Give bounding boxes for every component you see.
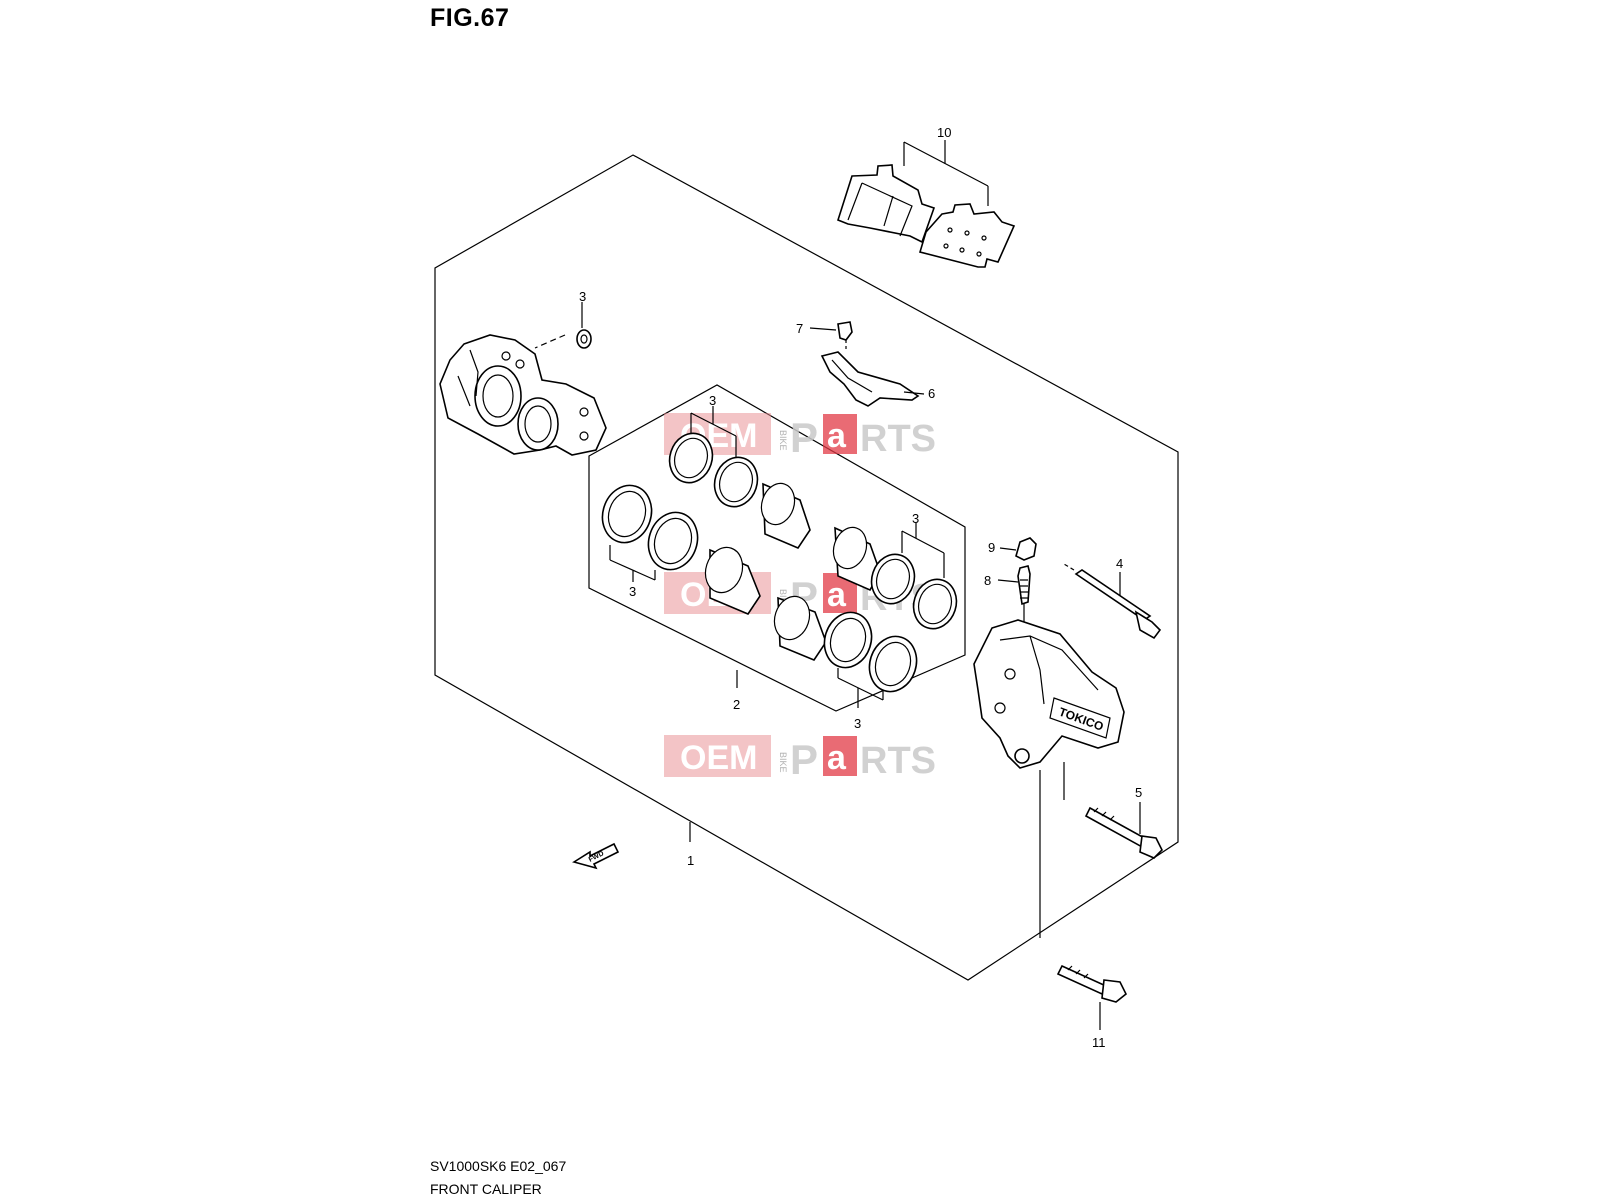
right-caliper-half: TOKICO [973, 619, 1125, 938]
svg-text:P: P [790, 736, 818, 783]
bleeder-cap [534, 302, 592, 349]
callout-1: 1 [687, 853, 694, 868]
forward-direction-arrow: FWD [572, 842, 620, 870]
svg-text:RTS: RTS [860, 740, 936, 782]
seal-kit-outline [588, 384, 966, 712]
diagram-code: SV1000SK6 E02_067 [430, 1158, 567, 1174]
callout-3-bottom-seals: 3 [854, 716, 861, 731]
brake-pads [837, 140, 1016, 268]
callout-2: 2 [733, 697, 740, 712]
left-caliper-half [439, 334, 607, 456]
diagram-name: FRONT CALIPER [430, 1181, 542, 1197]
svg-text:a: a [827, 739, 847, 777]
callout-leaders [609, 406, 945, 842]
svg-text:BIKE: BIKE [778, 752, 788, 773]
svg-text:OEM: OEM [680, 739, 757, 777]
caliper-assembly-outline [434, 154, 1179, 981]
callout-7: 7 [796, 321, 803, 336]
svg-text:P: P [790, 414, 818, 461]
watermark-top: OEM BIKE P a RTS [664, 413, 936, 461]
bolt-11 [1056, 964, 1128, 1030]
watermark-bottom: OEM BIKE P a RTS [664, 735, 936, 783]
callout-3-right-seals: 3 [912, 511, 919, 526]
callout-3-cap: 3 [579, 289, 586, 304]
bleeder-valve [997, 537, 1037, 622]
svg-text:a: a [827, 417, 847, 455]
callout-11: 11 [1092, 1035, 1106, 1050]
pad-spring-bracket [809, 321, 925, 407]
svg-text:a: a [827, 576, 847, 614]
callout-6: 6 [928, 386, 935, 401]
callout-5: 5 [1135, 785, 1142, 800]
figure-title: FIG.67 [430, 4, 510, 32]
callout-8: 8 [984, 573, 991, 588]
svg-text:BIKE: BIKE [778, 430, 788, 451]
callout-3-left-seals: 3 [629, 584, 636, 599]
mounting-bolt-5 [1084, 802, 1163, 859]
callout-10: 10 [937, 125, 951, 140]
callout-4: 4 [1116, 556, 1123, 571]
callout-3-top-seals: 3 [709, 393, 716, 408]
svg-text:RTS: RTS [860, 418, 936, 460]
pad-pin [1063, 563, 1162, 640]
piston-seal-kit [601, 432, 958, 693]
callout-9: 9 [988, 540, 995, 555]
